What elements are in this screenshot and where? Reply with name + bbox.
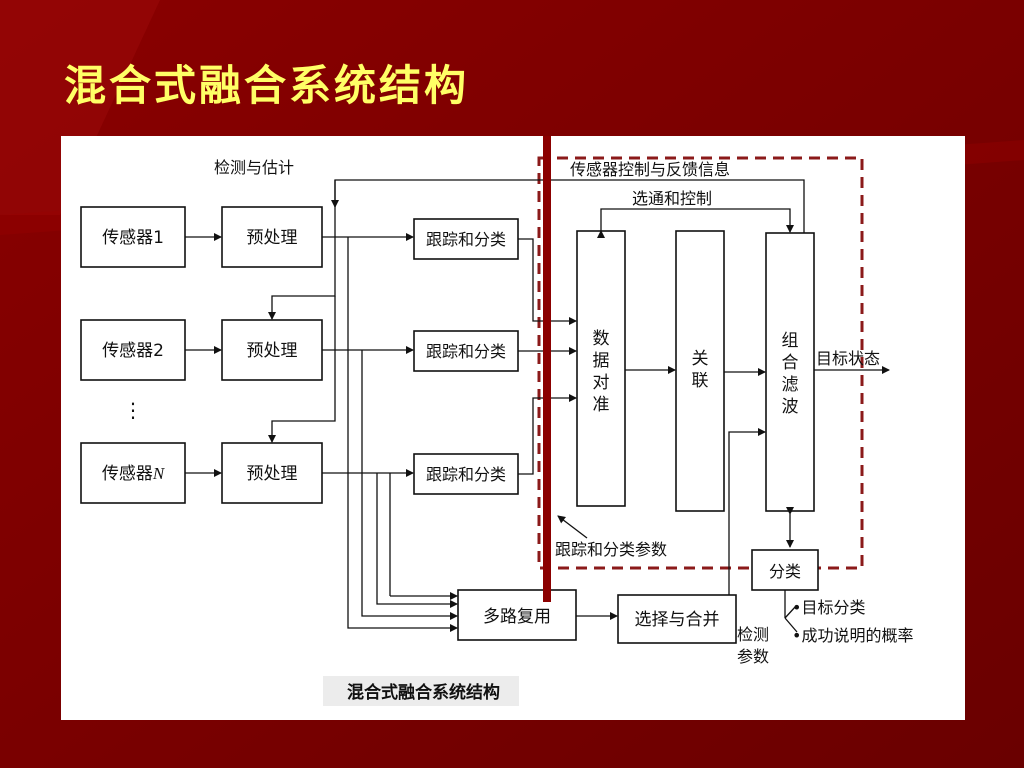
preprocess-label-n: 预处理 xyxy=(247,464,298,484)
feedback-region-outline xyxy=(537,156,864,570)
combined-filter-char-1: 组 xyxy=(782,331,799,351)
association-char-1: 关 xyxy=(692,349,709,369)
track-classify-label-2: 跟踪和分类 xyxy=(426,342,506,361)
select-control-feedback xyxy=(597,208,794,238)
preprocess-box-1: 预处理 xyxy=(221,206,323,268)
classify-label: 分类 xyxy=(769,562,801,581)
multiplex-box: 多路复用 xyxy=(457,589,577,641)
data-alignment-char-2: 据 xyxy=(593,351,610,371)
data-alignment-char-4: 准 xyxy=(593,395,610,415)
combined-filter-char-3: 滤 xyxy=(782,375,799,395)
success-prob-label: •成功说明的概率 xyxy=(792,626,913,645)
feedback-preprocess-2 xyxy=(268,180,336,320)
arrow-track1-align xyxy=(518,238,577,325)
combined-filter-box: 组 合 滤 波 xyxy=(765,232,815,512)
slide-title: 混合式融合系统结构 xyxy=(64,61,470,110)
track-classify-box-1: 跟踪和分类 xyxy=(413,218,519,260)
bus-2-multiplex xyxy=(361,350,458,620)
detect-params-label-2: 参数 xyxy=(737,647,769,666)
sensor-control-feedback-label: 传感器控制与反馈信息 xyxy=(570,160,730,179)
caption-band xyxy=(323,676,519,706)
select-control-label: 选通和控制 xyxy=(632,189,712,208)
fusion-diagram: 检测与估计 传感器控制与反馈信息 选通和控制 传感器1 传感器2 ⋮ 传感器N … xyxy=(61,136,965,720)
feedback-preprocess-n xyxy=(268,296,336,443)
bus-3-multiplex xyxy=(376,473,458,608)
preprocess-box-n: 预处理 xyxy=(221,442,323,504)
sensor-1-label: 传感器1 xyxy=(102,228,164,248)
sensor-n-label: 传感器N xyxy=(102,464,166,484)
sensor-2-label: 传感器2 xyxy=(102,341,164,361)
preprocess-label-1: 预处理 xyxy=(247,228,298,248)
combined-filter-char-2: 合 xyxy=(782,353,799,373)
track-classify-label-1: 跟踪和分类 xyxy=(426,230,506,249)
data-alignment-char-3: 对 xyxy=(593,373,610,393)
classify-output-arrow-2 xyxy=(784,617,798,633)
association-box: 关 联 xyxy=(675,230,725,512)
divider-bar xyxy=(543,136,551,602)
data-alignment-box: 数 据 对 准 xyxy=(576,230,626,507)
combined-filter-char-4: 波 xyxy=(782,397,799,417)
track-classify-label-n: 跟踪和分类 xyxy=(426,465,506,484)
target-state-label: 目标状态 xyxy=(816,349,880,368)
track-classify-box-n: 跟踪和分类 xyxy=(413,453,519,495)
select-merge-box: 选择与合并 xyxy=(617,594,737,644)
multiplex-label: 多路复用 xyxy=(483,607,551,627)
track-class-params-label: 跟踪和分类参数 xyxy=(555,540,667,559)
data-alignment-char-1: 数 xyxy=(593,329,610,349)
sensor-n-box: 传感器N xyxy=(80,442,186,504)
arrow-trackn-align xyxy=(518,394,577,475)
connectors xyxy=(185,179,890,633)
background-shape-left xyxy=(0,0,160,215)
association-char-2: 联 xyxy=(692,371,709,391)
classify-output-arrow-1 xyxy=(784,605,797,619)
sensor-2-box: 传感器2 xyxy=(80,319,186,381)
arrow-merge-filter xyxy=(728,428,766,595)
select-merge-label: 选择与合并 xyxy=(635,610,720,630)
detect-params-label-1: 检测 xyxy=(737,625,769,644)
classify-box: 分类 xyxy=(751,549,819,591)
bus-1-multiplex xyxy=(347,237,458,632)
track-classify-box-2: 跟踪和分类 xyxy=(413,330,519,372)
sensor-ellipsis: ⋮ xyxy=(123,398,143,422)
target-class-label: •目标分类 xyxy=(792,598,865,617)
preprocess-label-2: 预处理 xyxy=(247,341,298,361)
detect-estimate-label: 检测与估计 xyxy=(214,158,294,177)
diagram-caption: 混合式融合系统结构 xyxy=(347,682,500,703)
arrow-track-params xyxy=(557,515,588,539)
sensor-1-box: 传感器1 xyxy=(80,206,186,268)
preprocess-box-2: 预处理 xyxy=(221,319,323,381)
